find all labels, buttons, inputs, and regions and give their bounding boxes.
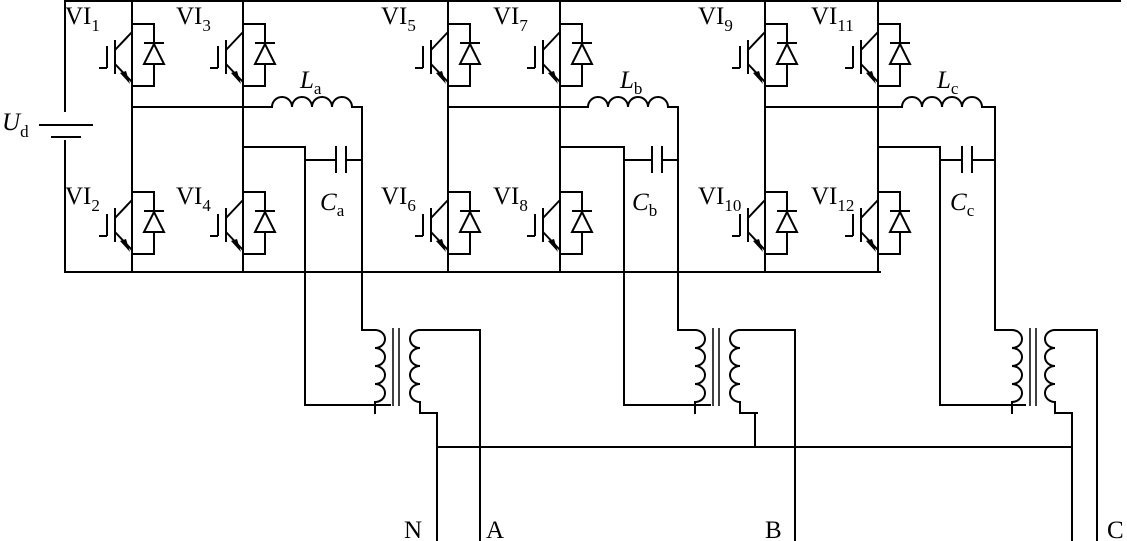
switch-label: VI5 <box>381 3 416 35</box>
phase-a-filter: La Ca <box>242 67 391 406</box>
output-wiring <box>419 329 1098 541</box>
capacitor-b-label: Cb <box>632 189 657 220</box>
terminal-n-label: N <box>404 517 422 541</box>
switch-label: VI4 <box>176 183 211 215</box>
switch-label: VI10 <box>698 183 741 215</box>
switch-cell-vi4: VI4 <box>176 183 277 255</box>
switch-cell-vi9: VI9 <box>698 3 799 87</box>
source-label: Ud <box>2 109 29 141</box>
capacitor-a-label: Ca <box>320 189 345 220</box>
inductor-a-label: La <box>299 67 322 98</box>
switch-cell-vi3: VI3 <box>176 3 277 87</box>
transformer-c <box>1011 328 1073 414</box>
phase-b-filter: Lb Cb <box>559 67 711 406</box>
capacitor-c-label: Cc <box>950 189 975 220</box>
switch-cell-vi1: VI1 <box>65 3 166 87</box>
terminal-c-label: C <box>1107 517 1124 541</box>
transformers <box>374 328 1073 414</box>
switch-label: VI2 <box>65 183 100 215</box>
terminal-labels: N A B C <box>404 517 1124 541</box>
switch-label: VI9 <box>698 3 733 35</box>
inductor-c-label: Lc <box>936 67 959 98</box>
terminal-a-label: A <box>486 517 504 541</box>
switch-label: VI7 <box>493 3 528 35</box>
inductor-b-label: Lb <box>619 67 642 98</box>
switch-cell-vi10: VI10 <box>698 183 799 255</box>
switch-cell-vi2: VI2 <box>65 183 166 255</box>
switch-cell-vi6: VI6 <box>381 183 482 255</box>
switch-label: VI8 <box>493 183 528 215</box>
switch-cell-vi7: VI7 <box>493 3 594 87</box>
phase-c-filter: Lc Cc <box>877 67 1026 406</box>
switch-cell-vi12: VI12 <box>811 183 912 255</box>
switch-cell-vi11: VI11 <box>811 3 912 87</box>
switch-label: VI3 <box>176 3 211 35</box>
switch-label: VI1 <box>65 3 100 35</box>
switch-cell-vi8: VI8 <box>493 183 594 255</box>
switch-cell-vi5: VI5 <box>381 3 482 87</box>
terminal-b-label: B <box>765 517 782 541</box>
switch-label: VI12 <box>811 183 854 215</box>
dc-source: Ud <box>2 109 93 141</box>
transformer-b <box>694 328 758 414</box>
switch-label: VI6 <box>381 183 416 215</box>
switch-label: VI11 <box>811 3 854 35</box>
transformer-a <box>374 328 438 414</box>
dc-bus <box>64 0 1121 273</box>
